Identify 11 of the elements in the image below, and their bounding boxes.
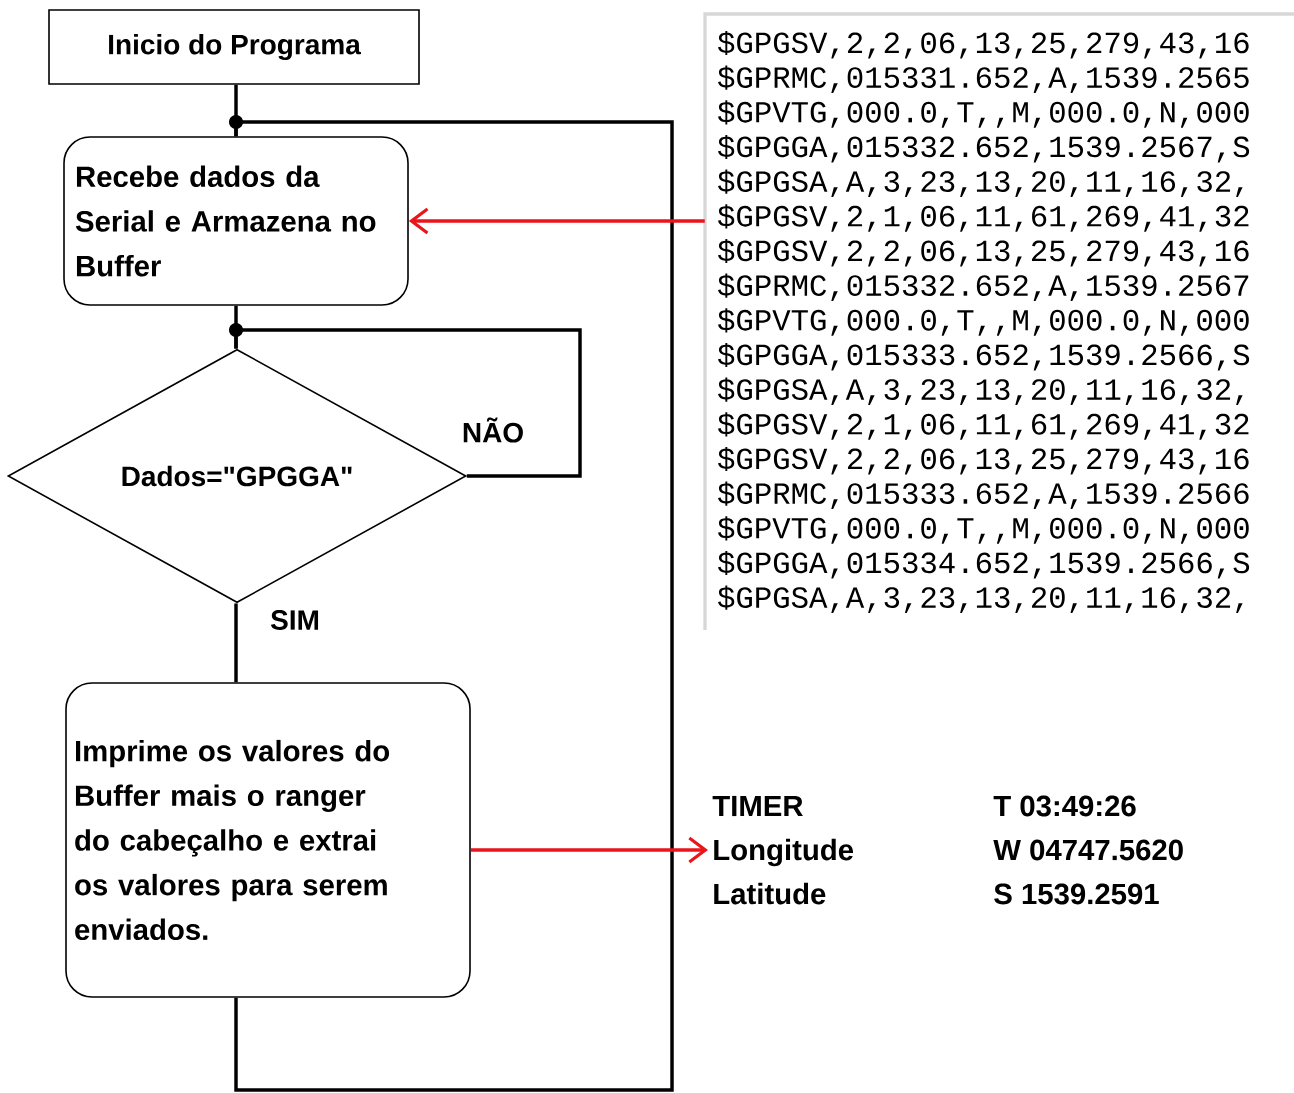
connector-line (234, 603, 238, 683)
process-box: Imprime os valores do Buffer mais o ranger do cabeçalho e extrai os valores para serem enviados. (65, 682, 471, 998)
process-box: Inicio do Programa (48, 9, 420, 85)
connector-line (234, 328, 582, 478)
arrow (470, 836, 708, 864)
serial-output-panel: $GPGSV,2,2,06,13,25,279,43,16 $GPRMC,015331.652,A,1539.2565 $GPVTG,000.0,T,,M,000.0,N,000 $GPGGA,015332.652,1539.2567,S $GPGSA,A,3,23,13,20,11,16,32, $GPGSV,2,1,06,11,61,269,41,32 $GPGSV,2,2,06,13,25,279,43,16 $GPRMC,015332.652,A,1539.2567 $GPVTG,000.0,T,,M,000.0,N,000 $GPGGA,015333.652,1539.2566,S $GPGSA,A,3,23,13,20,11,16,32, $GPGSV,2,1,06,11,61,269,41,32 $GPGSV,2,2,06,13,25,279,43,16 $GPRMC,015333.652,A,1539.2566 $GPVTG,000.0,T,,M,000.0,N,000 $GPGGA,015334.652,1539.2566,S $GPGSA,A,3,23,13,20,11,16,32, (703, 12, 1294, 630)
readout-table: TIMER T 03:49:26 Longitude W 04747.5620 Latitude S 1539.2591 (712, 795, 1183, 905)
edge-label: SIM (270, 610, 319, 630)
arrow (408, 207, 705, 235)
process-box: Recebe dados da Serial e Armazena no Buffer (63, 136, 409, 306)
connector-line (234, 120, 674, 1092)
